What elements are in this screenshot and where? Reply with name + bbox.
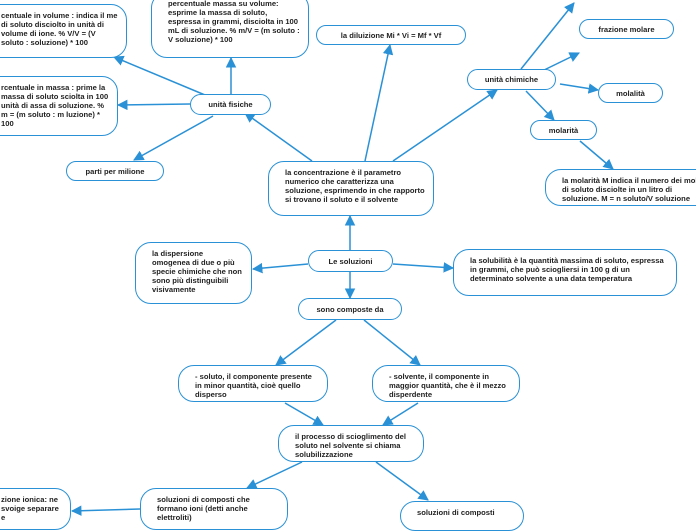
node-concentrazione-label: la concentrazione è il parametro numeric…	[285, 168, 425, 204]
node-massa-percent[interactable]: rcentuale in massa : prime la massa di s…	[0, 76, 118, 136]
node-volume-percent[interactable]: centuale in volume : indica il me di sol…	[0, 4, 127, 58]
node-ionica-partial[interactable]: zione ionica: ne svoige separare e	[0, 488, 71, 530]
node-molalita-label: molalità	[616, 88, 645, 98]
node-ionica-partial-label: zione ionica: ne svoige separare e	[1, 495, 59, 522]
node-molarita-label: molarità	[548, 125, 579, 135]
node-dispersione[interactable]: la dispersione omogenea di due o più spe…	[135, 242, 252, 304]
node-root-label: Le soluzioni	[328, 256, 373, 266]
node-composti-ioni[interactable]: soluzioni di composti che formano ioni (…	[140, 488, 288, 530]
link-chimiche-molalita	[559, 83, 600, 94]
node-soluto-label: - soluto, il componente presente in mino…	[195, 372, 312, 399]
node-solubilizzazione-label: il processo di scioglimento del soluto n…	[295, 432, 406, 459]
link-solvente-solubilizzazione	[382, 402, 419, 426]
link-root-solubilita	[392, 262, 455, 273]
link-soluto-solubilizzazione	[284, 402, 324, 426]
link-solubilizzazione-bottom	[375, 461, 429, 501]
node-volume-percent-label: centuale in volume : indica il me di sol…	[1, 11, 118, 47]
node-solubilizzazione[interactable]: il processo di scioglimento del soluto n…	[278, 425, 424, 462]
node-solvente-label: - solvente, il componente in maggior qua…	[389, 372, 506, 399]
node-molarita-def[interactable]: la molarità M indica il numero dei moli …	[545, 169, 696, 206]
link-chimiche-molarita	[525, 90, 555, 121]
node-molalita[interactable]: molalità	[598, 83, 663, 103]
node-unita-fisiche[interactable]: unità fisiche	[190, 94, 271, 115]
node-dispersione-label: la dispersione omogenea di due o più spe…	[152, 249, 242, 294]
link-molarita-def	[579, 140, 614, 170]
link-ioni-ionica	[70, 505, 141, 516]
node-ppm[interactable]: parti per milione	[66, 161, 164, 181]
node-composti-ioni-label: soluzioni di composti che formano ioni (…	[157, 495, 250, 522]
node-frazione-molare[interactable]: frazione molare	[579, 19, 674, 39]
link-concentrazione-diluizione	[364, 43, 394, 162]
node-ppm-label: parti per milione	[85, 166, 145, 176]
node-composti-bottom-label: soluzioni di composti	[417, 508, 495, 517]
node-unita-chimiche[interactable]: unità chimiche	[467, 69, 556, 90]
link-fisiche-ppm	[133, 115, 214, 161]
node-molarita[interactable]: molarità	[530, 120, 597, 140]
node-composte-da-label: sono composte da	[316, 304, 384, 314]
node-unita-chimiche-label: unità chimiche	[484, 75, 539, 84]
link-solubilizzazione-ioni	[246, 461, 303, 489]
link-composte-solvente	[363, 319, 421, 366]
node-composti-bottom[interactable]: soluzioni di composti	[400, 501, 524, 531]
node-unita-fisiche-label: unità fisiche	[208, 100, 253, 109]
node-composte-da[interactable]: sono composte da	[298, 298, 402, 320]
link-concentrazione-unita-fisiche	[244, 112, 313, 162]
node-frazione-molare-label: frazione molare	[598, 24, 655, 34]
link-chimiche-frazione	[539, 52, 580, 73]
node-root[interactable]: Le soluzioni	[308, 250, 393, 272]
link-fisiche-volume	[113, 55, 206, 96]
node-molarita-def-label: la molarità M indica il numero dei moli …	[562, 176, 696, 203]
node-solubilita[interactable]: la solubilità è la quantità massima di s…	[453, 249, 677, 296]
node-massa-volume-label: percentuale massa su volume: esprime la …	[168, 0, 300, 44]
node-solvente[interactable]: - solvente, il componente in maggior qua…	[372, 365, 520, 402]
link-fisiche-massa	[116, 99, 191, 111]
node-diluizione-label: la diluizione Mi * Vi = Mf * Vf	[340, 30, 442, 40]
link-composte-soluto	[275, 319, 337, 366]
link-root-dispersione	[251, 262, 309, 274]
node-massa-volume[interactable]: percentuale massa su volume: esprime la …	[151, 0, 309, 58]
node-concentrazione[interactable]: la concentrazione è il parametro numeric…	[268, 161, 434, 216]
link-concentrazione-unita-chimiche	[392, 89, 498, 162]
connector-layer	[70, 2, 614, 516]
node-solubilita-label: la solubilità è la quantità massima di s…	[470, 256, 664, 283]
link-chimiche-top	[520, 2, 575, 70]
node-massa-percent-label: rcentuale in massa : prime la massa di s…	[1, 83, 109, 128]
node-soluto[interactable]: - soluto, il componente presente in mino…	[178, 365, 328, 402]
node-diluizione[interactable]: la diluizione Mi * Vi = Mf * Vf	[316, 25, 466, 45]
